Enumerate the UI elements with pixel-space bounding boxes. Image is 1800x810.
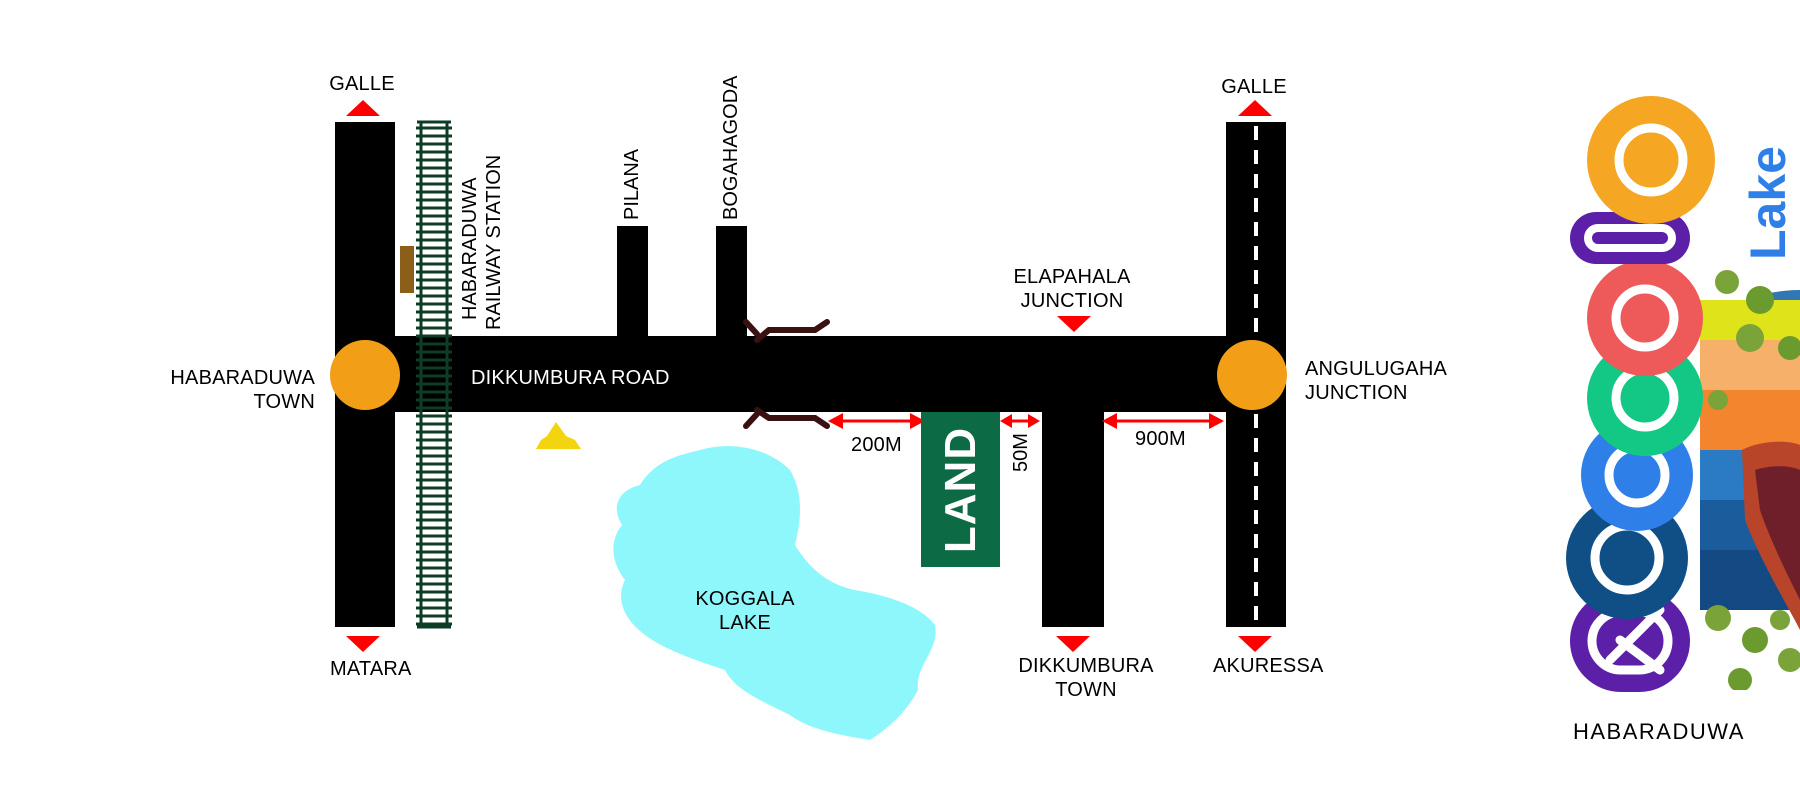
- distance-900m-arrow: [1102, 413, 1224, 429]
- dikkumbura-town-road: [1042, 410, 1104, 627]
- habaraduwa-roundabout: [330, 340, 400, 410]
- south-arrow-dikkumbura: [1056, 636, 1090, 652]
- north-arrow-galle-right: [1238, 100, 1272, 116]
- angulugaha-roundabout: [1217, 340, 1287, 410]
- place-dikkumbura-town-line1: DIKKUMBURA: [1018, 655, 1154, 677]
- dikkumbura-road: [335, 336, 1286, 412]
- distance-900m-label: 900M: [1135, 428, 1186, 450]
- place-koggala-lake-line1: KOGGALA: [695, 588, 795, 610]
- place-galle-left: GALLE: [329, 73, 395, 95]
- railway-track: [416, 120, 452, 629]
- place-matara: MATARA: [330, 658, 412, 680]
- distance-200m-arrow: [828, 413, 925, 429]
- logo-letters: [1566, 96, 1715, 692]
- place-galle-right: GALLE: [1221, 76, 1287, 98]
- pilana-road: [617, 226, 648, 338]
- south-arrow-matara: [346, 636, 380, 652]
- place-akuressa: AKURESSA: [1213, 655, 1324, 677]
- place-elapahala-line2: JUNCTION: [1020, 290, 1124, 312]
- place-elapahala-line1: ELAPAHALA: [1013, 266, 1131, 288]
- place-koggala-lake-line2: LAKE: [719, 612, 771, 634]
- bridge-icon: [743, 319, 830, 429]
- bogahagoda-road: [716, 226, 747, 338]
- logo-caption: HABARADUWA: [1573, 719, 1745, 744]
- main-road-label: DIKKUMBURA ROAD: [471, 367, 670, 389]
- south-arrow-akuressa: [1238, 636, 1272, 652]
- lake-scene-illustration: [1700, 270, 1800, 690]
- logo-sub-text: Lake: [1740, 146, 1796, 260]
- temple-icon: [536, 422, 581, 449]
- railway-station-building: [400, 246, 414, 293]
- north-arrow-galle-left: [346, 100, 380, 116]
- place-habaraduwa-town-line2: TOWN: [253, 391, 315, 413]
- elapahala-marker: [1057, 316, 1091, 332]
- distance-200m-label: 200M: [851, 434, 902, 456]
- place-angulugaha-line2: JUNCTION: [1305, 382, 1408, 404]
- distance-50m-arrow: [1000, 414, 1040, 428]
- place-dikkumbura-town-line2: TOWN: [1055, 679, 1117, 701]
- place-habaraduwa-town-line1: HABARADUWA: [170, 367, 315, 389]
- land-plot: LAND: [921, 412, 1000, 567]
- place-angulugaha-line1: ANGULUGAHA: [1305, 358, 1448, 380]
